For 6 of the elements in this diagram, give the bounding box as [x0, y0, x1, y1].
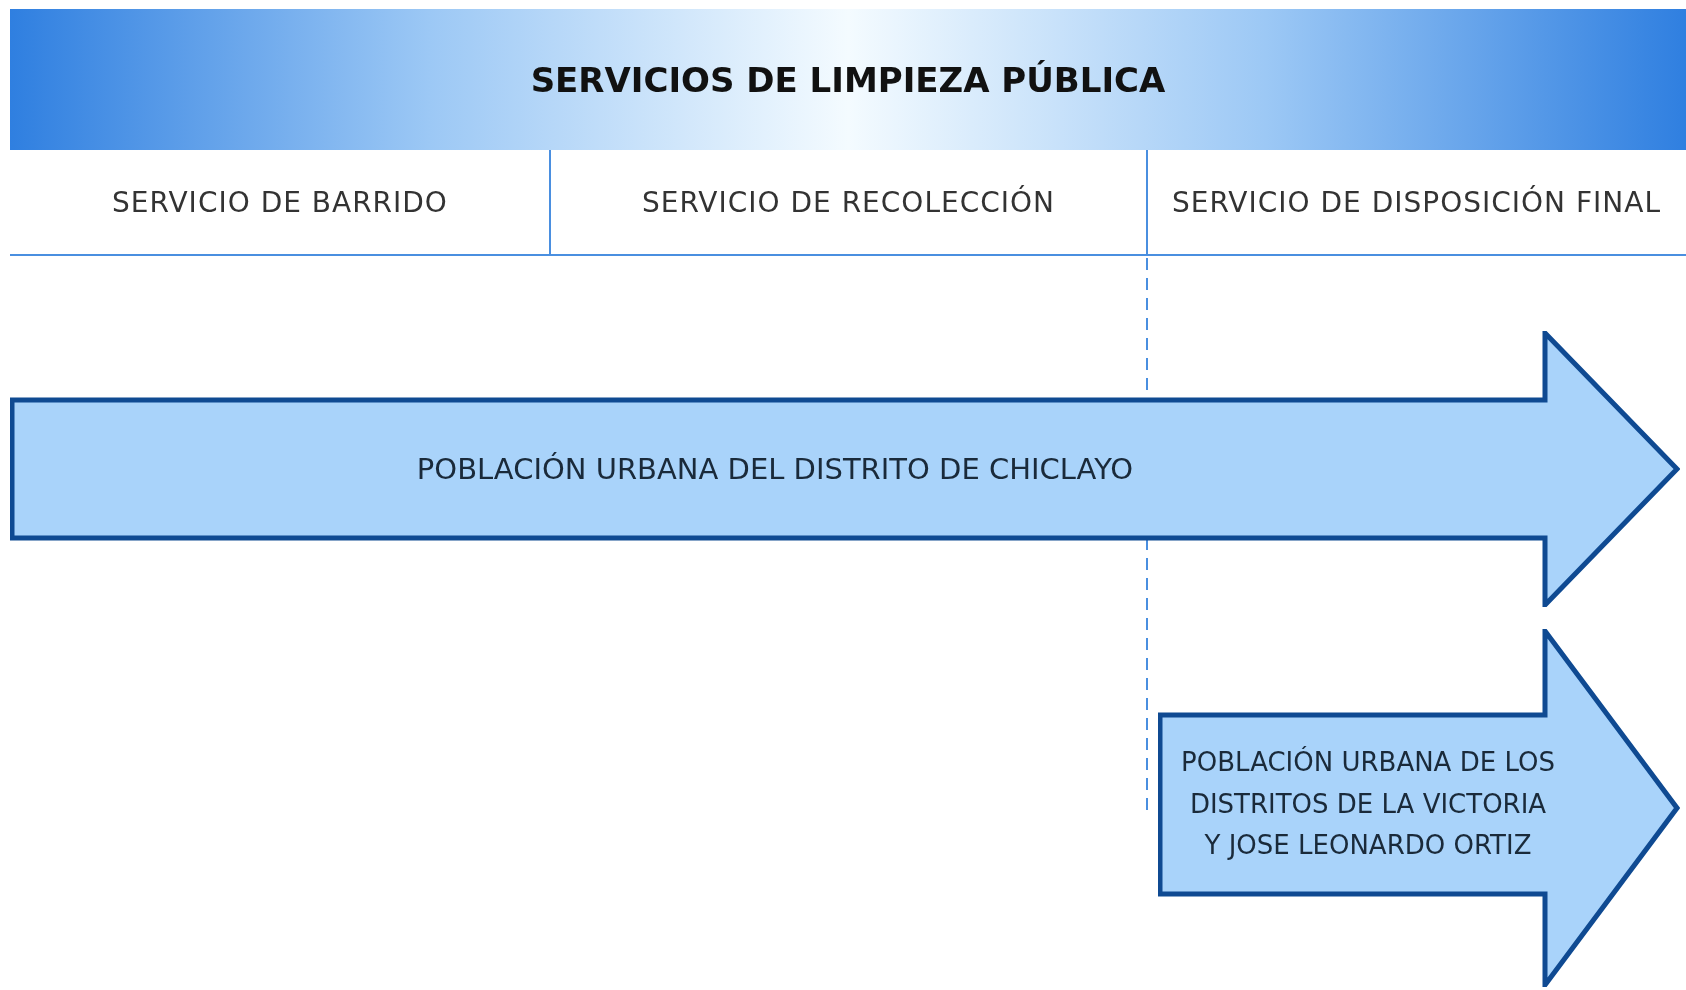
column-header: SERVICIO DE DISPOSICIÓN FINAL: [1171, 184, 1662, 221]
column-header: SERVICIO DE RECOLECCIÓN: [640, 184, 1057, 221]
title: SERVICIOS DE LIMPIEZA PÚBLICA: [530, 59, 1166, 100]
arrow-label: POBLACIÓN URBANA DE LOS DISTRITOS DE LA VICTORIA Y JOSE LEONARDO ORTIZ: [1180, 745, 1556, 863]
column-header: SERVICIO DE BARRIDO: [111, 185, 449, 221]
arrow-label: POBLACIÓN URBANA DEL DISTRITO DE CHICLAYO: [415, 450, 1135, 488]
